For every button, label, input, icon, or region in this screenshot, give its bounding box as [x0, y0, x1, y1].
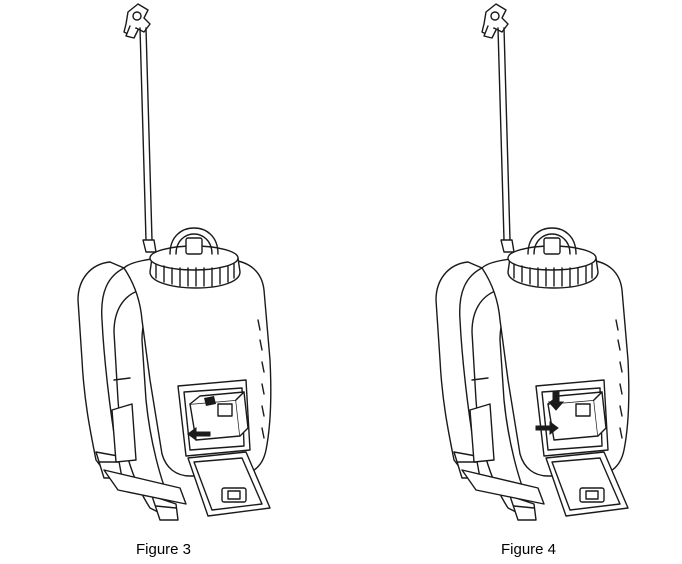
figure-3-illustration — [77, 3, 272, 521]
figure-4-caption: Figure 4 — [501, 541, 557, 558]
push-right-arrow-icon — [535, 421, 559, 435]
figure-3-caption: Figure 3 — [136, 541, 192, 558]
insert-arrow-icon — [187, 427, 211, 441]
battery-top-arrow-icon — [204, 396, 216, 406]
press-down-arrow-icon — [547, 391, 565, 411]
figure-4-illustration — [435, 3, 630, 521]
